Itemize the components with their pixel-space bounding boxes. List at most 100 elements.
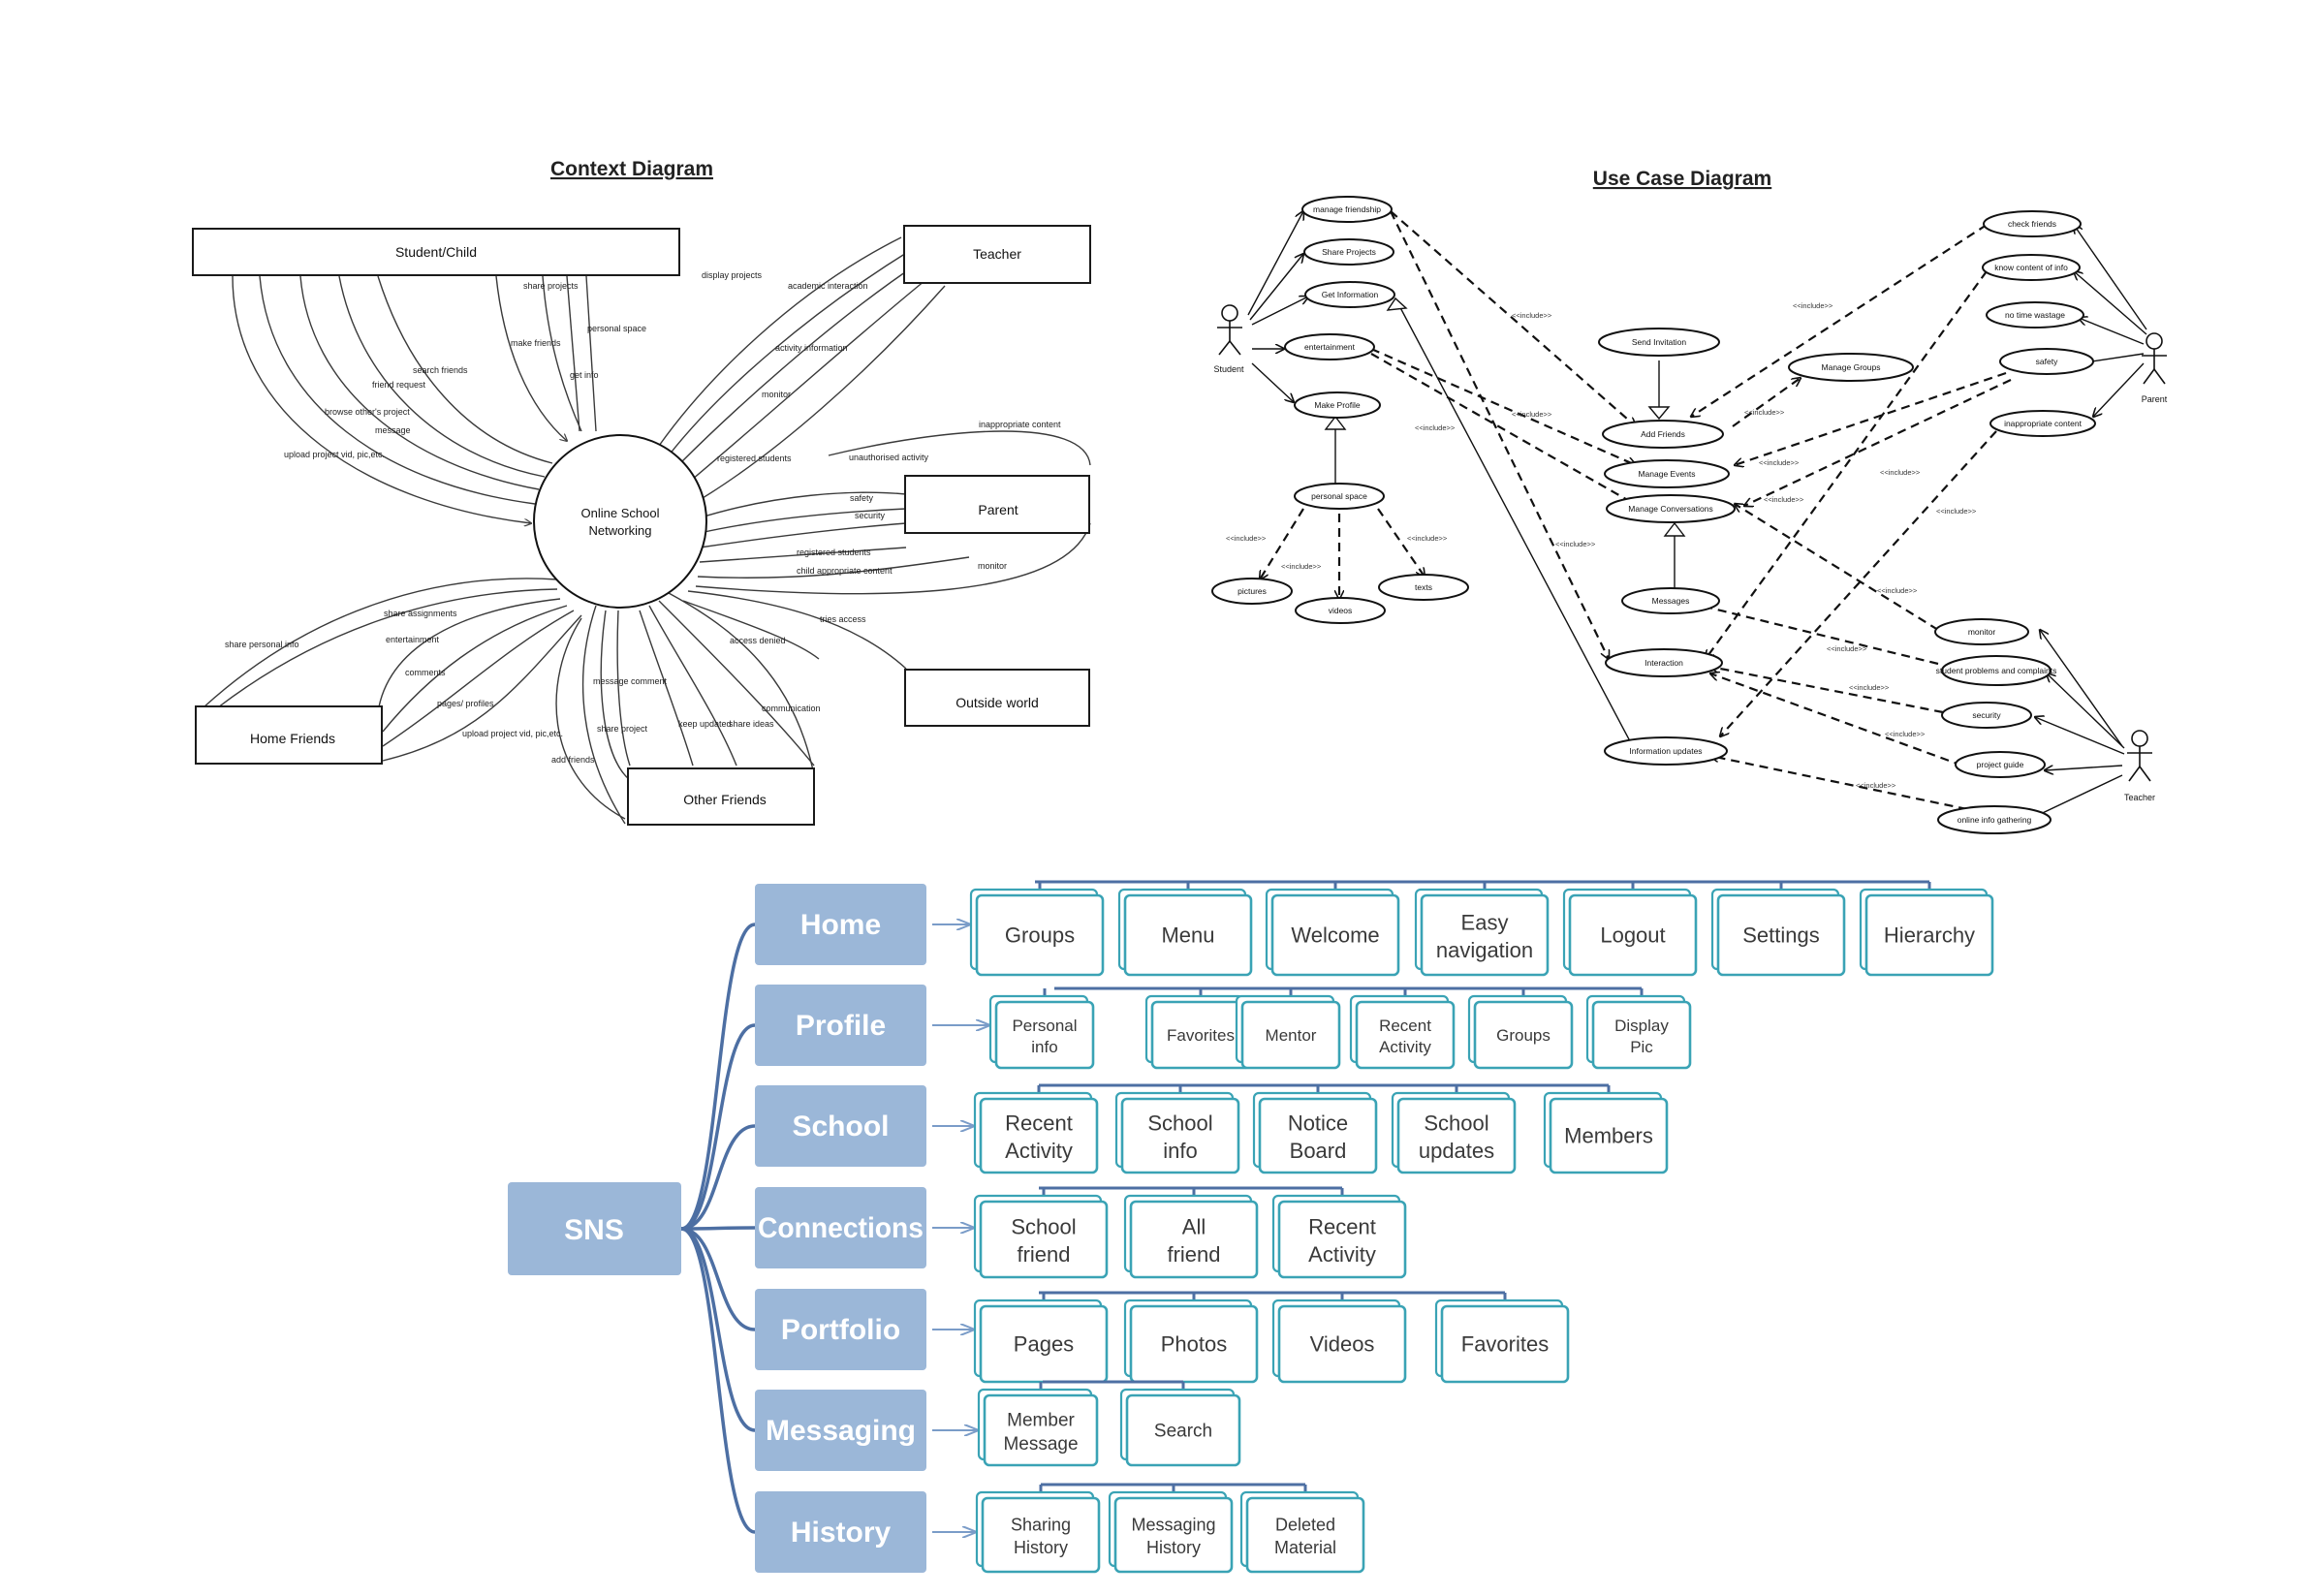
use-case-oval [1983,210,2082,237]
sns-leaf-label: Activity [1379,1038,1431,1056]
use-case-oval [1788,353,1914,382]
use-case-oval [1303,238,1394,266]
sns-category-box [755,1085,926,1167]
flow-label: message [375,425,411,435]
flow-label: registered students [797,548,871,557]
context-diagram-title: Context Diagram [550,158,713,180]
sns-leaf-label: School [1147,1111,1212,1136]
sns-category-label: Portfolio [781,1314,900,1346]
use-case-label: student problems and complaints [1936,666,2057,675]
sns-leaf-box [1270,893,1400,977]
use-case-oval [1621,587,1720,614]
use-case-oval [1378,574,1469,601]
sns-leaf-box [1396,1097,1517,1174]
include-label: <<include>> [1407,534,1448,543]
flow-label: make friends [511,338,561,348]
use-case-oval [1941,702,2032,729]
use-case-oval [1606,494,1736,523]
sns-leaf-label: Groups [1496,1026,1551,1045]
use-case-oval [1989,410,2096,437]
sns-leaf-label: Message [1003,1434,1078,1455]
sns-root-node [508,1182,681,1275]
sns-category-box [755,884,926,965]
sns-leaf-label: info [1031,1038,1057,1056]
entity-other-friends-label: Other Friends [683,792,767,807]
sns-leaf-label: Favorites [1167,1026,1235,1045]
sns-leaf-node: Search [1119,1382,1241,1467]
use-case-label: monitor [1968,627,1996,637]
flow-label: message comment [593,676,668,686]
flow-label: child appropriate content [797,566,893,576]
sns-leaf-label: Recent [1308,1215,1376,1239]
include-label: <<include>> [1880,468,1921,477]
flow-label: entertainment [386,635,440,644]
sns-leaf-label: Members [1564,1124,1653,1148]
use-case-label: safety [2036,357,2058,366]
flow-label: get info [570,370,599,380]
sns-leaf-box [1277,1200,1407,1279]
use-case-label: Share Projects [1322,247,1376,257]
sns-leaf-box [1568,893,1698,977]
use-case-label: Manage Events [1638,469,1695,479]
sns-leaf-box [1864,893,1994,977]
use-case-middle-ovals: Send Invitation Add Friends Manage Group… [1598,328,1914,766]
sns-branches [680,923,756,1534]
use-case-connections [1247,211,2147,819]
use-case-oval [1999,348,2094,375]
sns-leaf-label: History [1014,1538,1068,1557]
process-label-line1: Online School [581,506,660,520]
use-case-label: Manage Conversations [1628,504,1712,514]
sns-leaf-label: friend [1167,1242,1220,1267]
entity-student-child-label: Student/Child [395,244,477,260]
include-label: <<include>> [1415,423,1456,432]
use-case-label: Send Invitation [1632,337,1687,347]
actor-parent-icon [2142,332,2167,385]
sns-leaf-label: friend [1017,1242,1070,1267]
use-case-oval [1934,618,2029,645]
sns-leaf-label: Menu [1161,923,1214,948]
sns-leaf-label: Photos [1161,1332,1228,1357]
sns-category-box [755,1390,926,1471]
sns-leaf-label: Notice [1288,1111,1348,1136]
flow-label: monitor [762,390,791,399]
use-case-label: Add Friends [1641,429,1685,439]
sns-leaf-label: Recent [1379,1017,1431,1035]
sns-leaf-label: navigation [1436,938,1533,962]
entity-outside-world [904,669,1090,727]
sns-leaf-box [1440,1304,1570,1384]
use-case-label: Get Information [1322,290,1379,299]
flow-label: share ideas [729,719,774,729]
sns-category-box [755,1289,926,1370]
use-case-left-ovals: manage friendship Share Projects Get Inf… [1211,196,1469,624]
flow-label: pages/ profiles [437,699,494,708]
sns-branch-line [680,1226,756,1231]
sns-category-label: School [792,1111,889,1142]
flow-label: share projects [523,281,579,291]
sns-category-label: Messaging [766,1415,916,1447]
use-case-oval [1295,597,1386,624]
use-case-oval [1937,805,2052,834]
flow-label: activity information [775,343,848,353]
sns-leaf-node: Favorites [1144,988,1251,1070]
include-label: <<include>> [1226,534,1267,543]
actor-student-label: Student [1213,364,1244,374]
flow-label: tries access [820,614,866,624]
sns-leaf-node: Welcome [1265,882,1400,977]
sns-leaf-label: Activity [1308,1242,1376,1267]
use-case-oval [1602,420,1724,449]
entity-outside-world-label: Outside world [955,695,1039,710]
sns-branch-line [680,1124,756,1231]
